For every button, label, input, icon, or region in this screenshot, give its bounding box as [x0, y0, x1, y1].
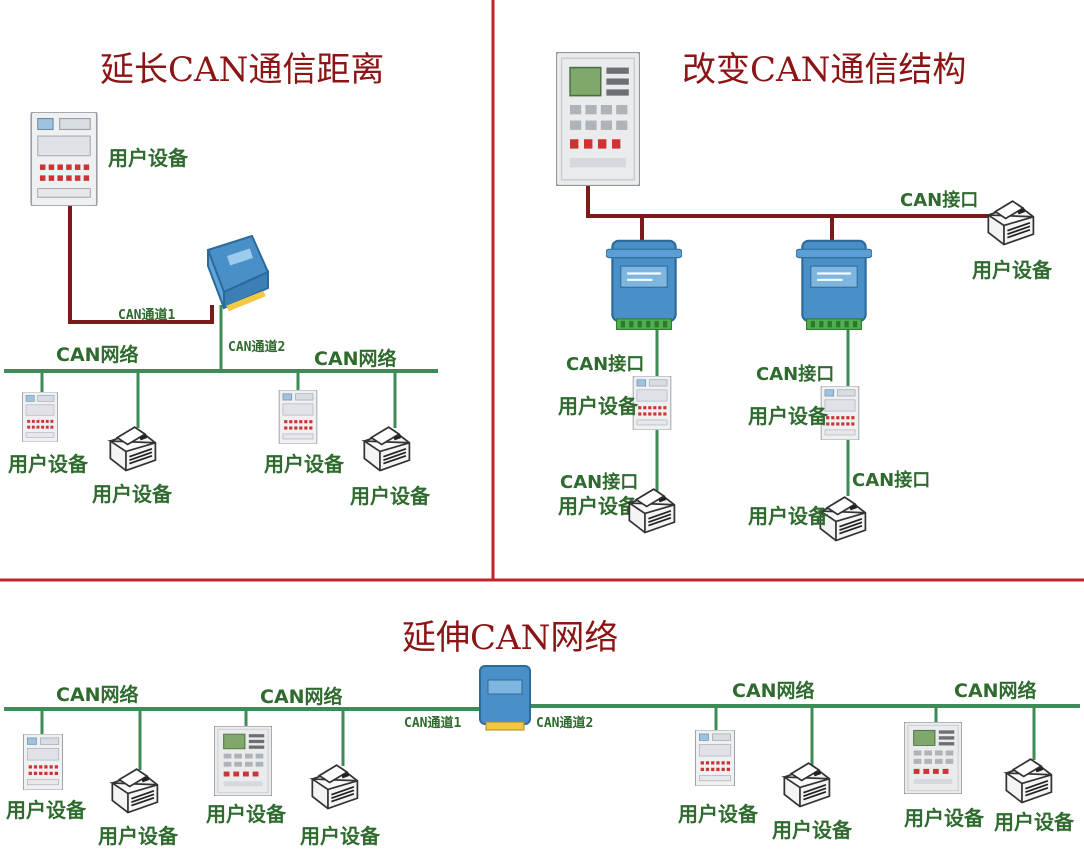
- can-network-label: CAN网络: [314, 348, 397, 370]
- user-device-panel: [632, 376, 672, 430]
- user-device-label: 用户设备: [108, 146, 188, 170]
- can-channel-1-label: CAN通道1: [404, 716, 462, 731]
- user-device-label: 用户设备: [748, 504, 828, 528]
- printer-icon: [783, 762, 831, 808]
- printer-icon: [109, 426, 157, 472]
- user-device-label: 用户设备: [972, 258, 1052, 282]
- printer-icon: [111, 768, 159, 814]
- can-port-label: CAN接口: [756, 364, 835, 385]
- can-bridge-device: [796, 239, 872, 331]
- can-network-label: CAN网络: [954, 680, 1037, 702]
- user-device-label: 用户设备: [206, 802, 286, 826]
- user-device-panel: [278, 390, 318, 444]
- printer-icon: [1005, 758, 1053, 804]
- can-port-label: CAN接口: [852, 470, 931, 491]
- can-bridge-device: [207, 235, 269, 313]
- user-device-label: 用户设备: [678, 802, 758, 826]
- can-channel-2-label: CAN通道2: [536, 716, 594, 731]
- can-network-label: CAN网络: [260, 686, 343, 708]
- user-device-panel: [694, 730, 736, 786]
- can-network-label: CAN网络: [56, 684, 139, 706]
- user-device-label: 用户设备: [8, 452, 88, 476]
- printer-icon: [363, 426, 411, 472]
- user-device-panel-lcd: [904, 722, 962, 794]
- user-device-label: 用户设备: [772, 818, 852, 842]
- user-device-label: 用户设备: [300, 824, 380, 848]
- can-bridge-device: [479, 665, 531, 731]
- user-device-label: 用户设备: [350, 484, 430, 508]
- user-device-label: 用户设备: [558, 394, 638, 418]
- can-network-label: CAN网络: [56, 344, 139, 366]
- user-device-panel: [30, 112, 98, 206]
- user-device-label: 用户设备: [6, 798, 86, 822]
- main-control-panel: [556, 52, 640, 186]
- title-change-structure: 改变CAN通信结构: [682, 50, 967, 90]
- user-device-label: 用户设备: [994, 810, 1074, 834]
- user-device-label: 用户设备: [558, 494, 638, 518]
- link-device-to-bridge-1: [68, 198, 214, 324]
- can-bridge-device: [606, 239, 682, 331]
- printer-icon: [987, 200, 1035, 246]
- user-device-panel: [22, 392, 58, 442]
- user-device-panel: [22, 734, 64, 790]
- printer-icon: [628, 488, 676, 534]
- can-port-label: CAN接口: [566, 354, 645, 375]
- title-extend-distance: 延长CAN通信距离: [100, 50, 385, 90]
- user-device-label: 用户设备: [98, 824, 178, 848]
- can-port-label: CAN接口: [900, 190, 979, 211]
- printer-icon: [311, 764, 359, 810]
- user-device-label: 用户设备: [92, 482, 172, 506]
- title-extend-network: 延伸CAN网络: [402, 618, 619, 658]
- user-device-panel-lcd: [214, 726, 272, 796]
- user-device-label: 用户设备: [748, 404, 828, 428]
- can-channel-2-label: CAN通道2: [228, 340, 286, 355]
- can-network-label: CAN网络: [732, 680, 815, 702]
- can-channel-1-label: CAN通道1: [118, 308, 176, 323]
- can-port-label: CAN接口: [560, 472, 639, 493]
- user-device-label: 用户设备: [264, 452, 344, 476]
- user-device-label: 用户设备: [904, 806, 984, 830]
- link-panel-bus: [586, 185, 1000, 218]
